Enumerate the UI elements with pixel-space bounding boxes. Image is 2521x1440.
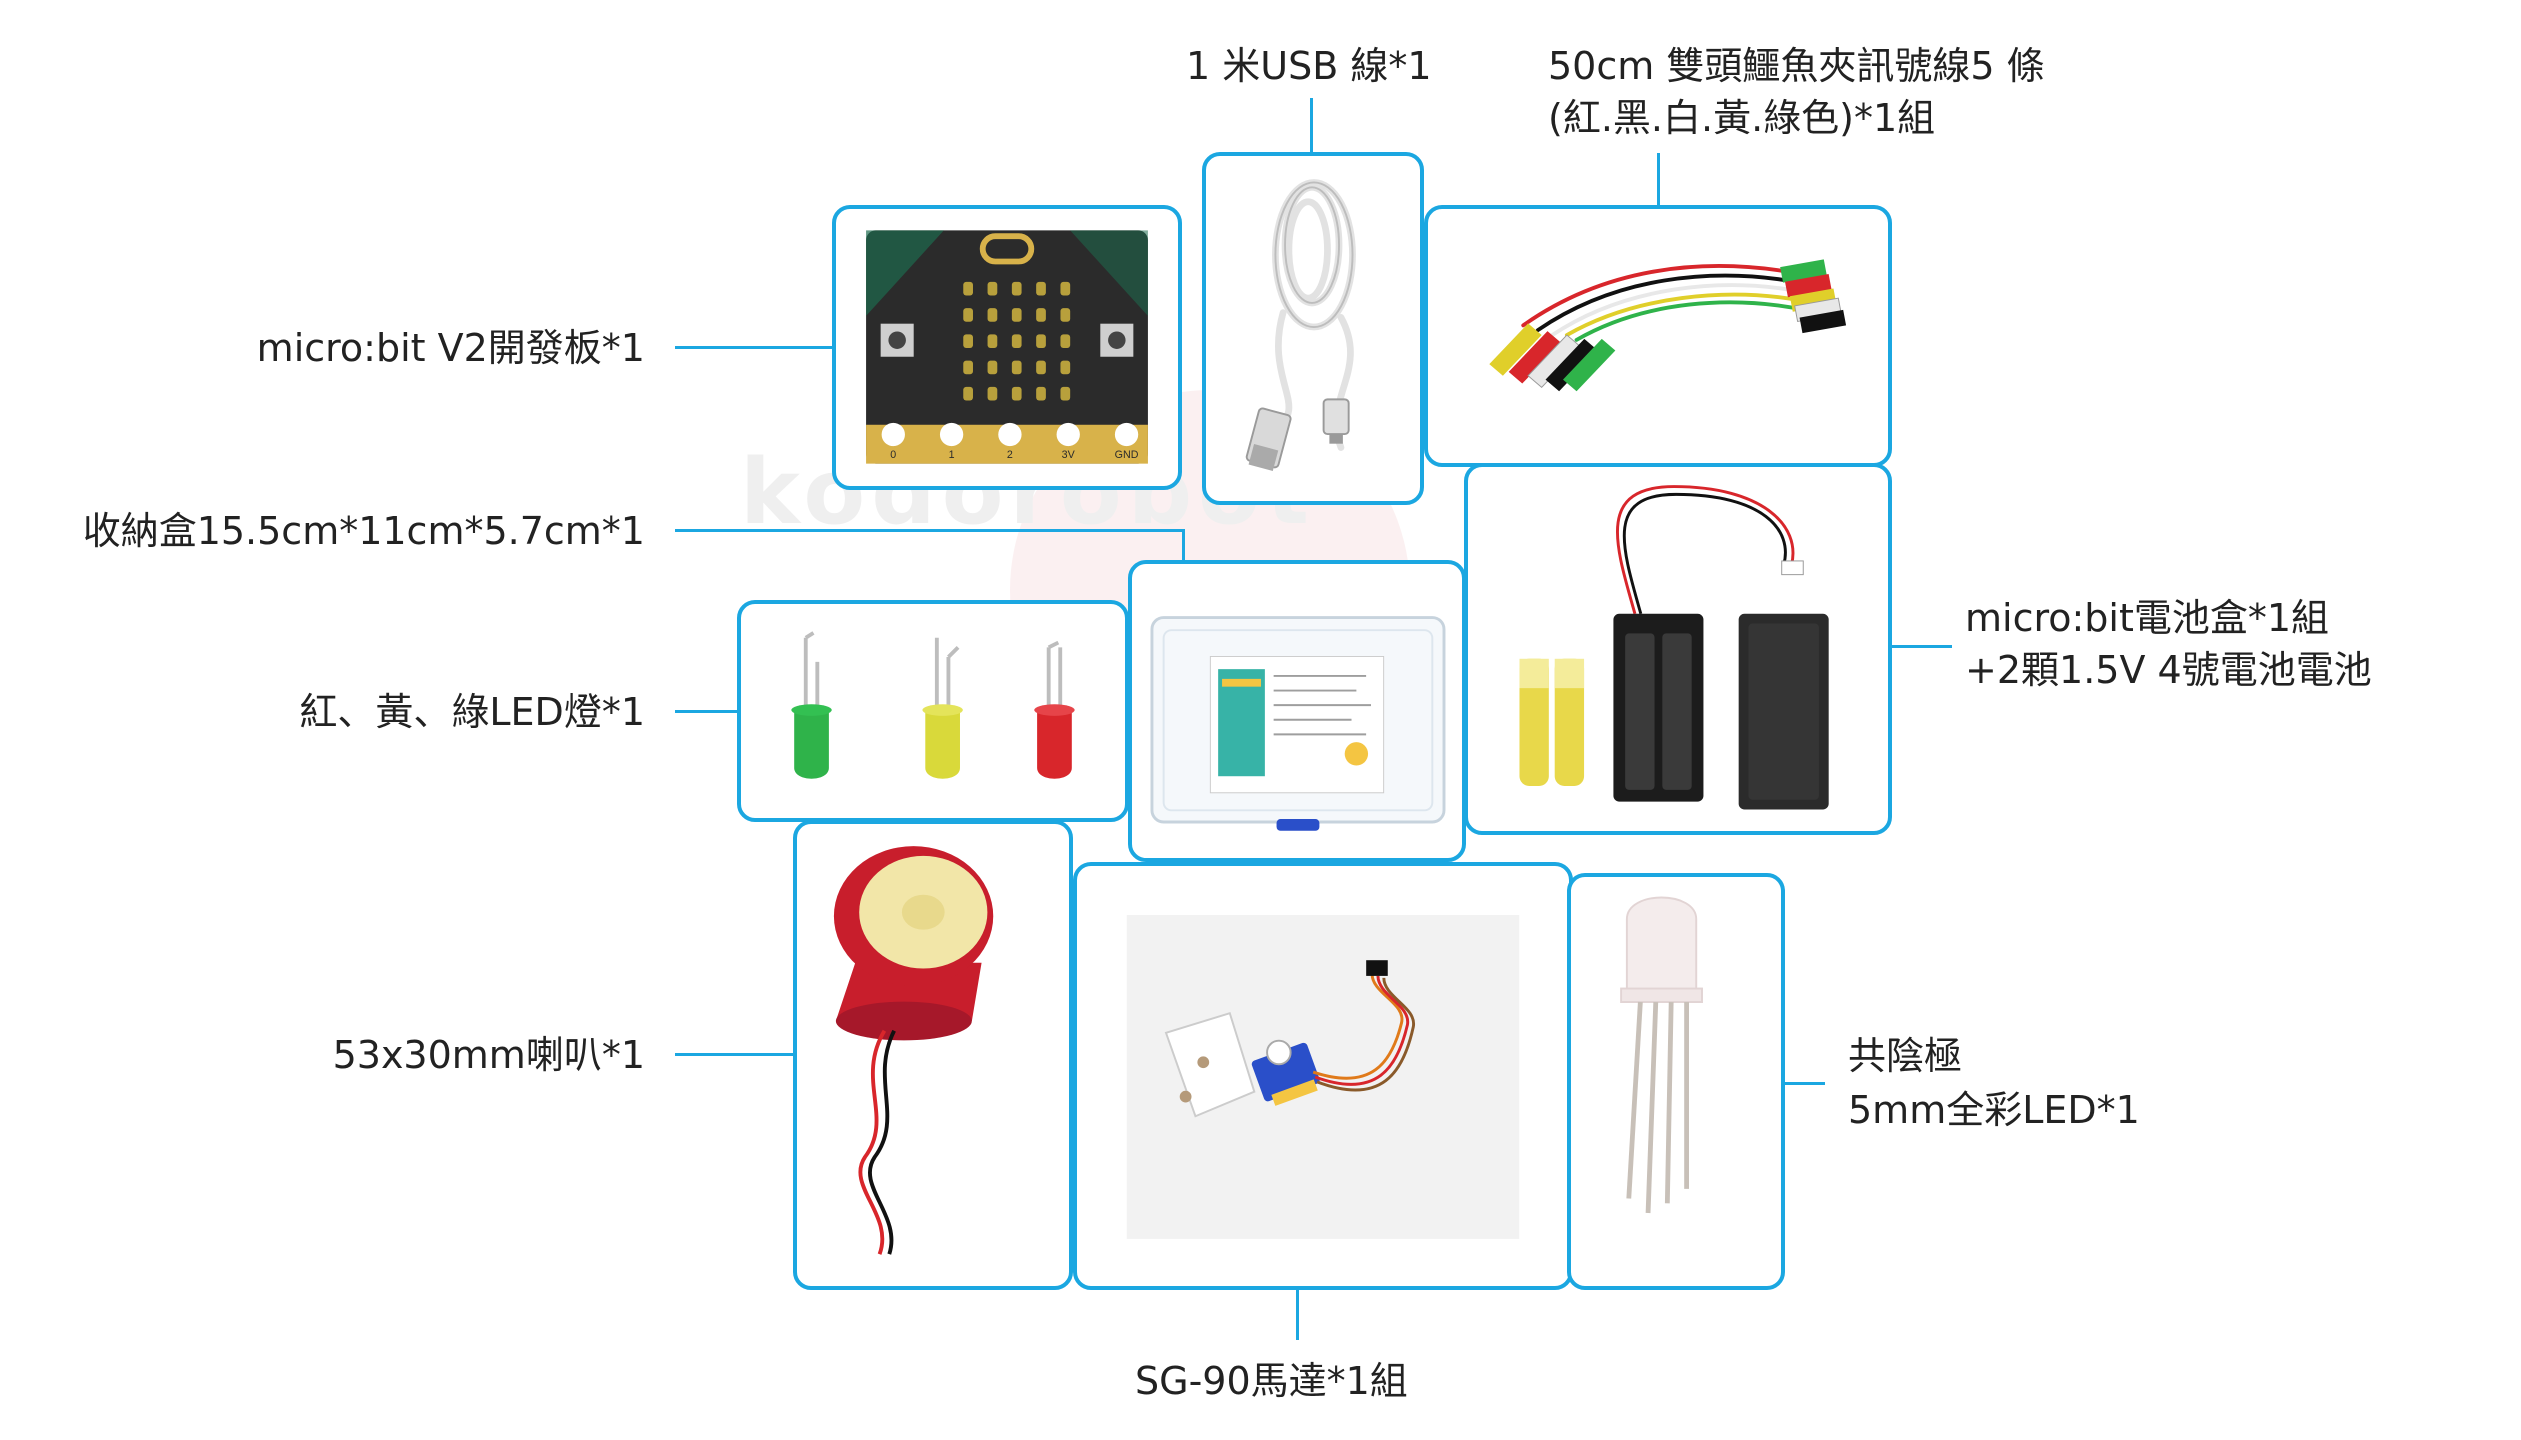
connector-rgb — [1785, 1082, 1825, 1085]
connector-speaker — [675, 1053, 793, 1056]
usb-cable-image — [1245, 179, 1356, 471]
label-servo: SG-90馬達*1組 — [1135, 1359, 1408, 1403]
storage-box-frame — [1128, 560, 1466, 862]
microbit-board-frame: 0 1 2 3V GND — [832, 205, 1182, 490]
pin-label-1: 1 — [949, 449, 955, 461]
rgb-led-frame — [1567, 873, 1785, 1290]
battery-box-frame — [1464, 463, 1892, 835]
speaker-frame — [793, 820, 1073, 1290]
microbit-board-image: 0 1 2 3V GND — [866, 230, 1148, 464]
connector-clips — [1657, 153, 1660, 205]
pin-label-3v: 3V — [1062, 449, 1076, 461]
storage-box-image — [1150, 616, 1446, 831]
connector-leds — [675, 710, 737, 713]
leds-frame — [737, 600, 1129, 822]
servo-image — [1126, 915, 1520, 1239]
connector-storage-h — [675, 529, 1185, 532]
label-battery-line2: +2顆1.5V 4號電池電池 — [1965, 648, 2372, 692]
battery-box-image — [1519, 485, 1829, 810]
label-usb: 1 米USB 線*1 — [1186, 44, 1432, 88]
label-rgb-line2: 5mm全彩LED*1 — [1848, 1088, 2140, 1132]
label-speaker: 53x30mm喇叭*1 — [332, 1033, 645, 1077]
leds-image — [791, 631, 1075, 779]
connector-battery — [1892, 645, 1952, 648]
alligator-clips-image — [1489, 259, 1847, 392]
servo-frame — [1073, 862, 1573, 1290]
pin-label-gnd: GND — [1115, 449, 1139, 461]
connector-servo — [1296, 1290, 1299, 1340]
pin-label-0: 0 — [890, 449, 896, 461]
connector-microbit — [675, 346, 832, 349]
label-clips-line1: 50cm 雙頭鱷魚夾訊號線5 條 — [1548, 44, 2045, 88]
rgb-led-image — [1620, 896, 1703, 1214]
speaker-image — [833, 846, 994, 1255]
label-battery-line1: micro:bit電池盒*1組 — [1965, 596, 2330, 640]
connector-usb — [1310, 98, 1313, 152]
label-rgb-line1: 共陰極 — [1848, 1034, 1963, 1078]
alligator-clips-frame — [1424, 205, 1892, 467]
label-clips-line2: (紅.黑.白.黃.綠色)*1組 — [1548, 96, 1936, 140]
connector-storage-v — [1182, 529, 1185, 560]
label-leds: 紅、黃、綠LED燈*1 — [299, 690, 645, 734]
label-storage-box: 收納盒15.5cm*11cm*5.7cm*1 — [82, 509, 645, 553]
pin-label-2: 2 — [1007, 449, 1013, 461]
label-microbit: micro:bit V2開發板*1 — [256, 326, 645, 370]
usb-cable-frame — [1202, 152, 1424, 505]
